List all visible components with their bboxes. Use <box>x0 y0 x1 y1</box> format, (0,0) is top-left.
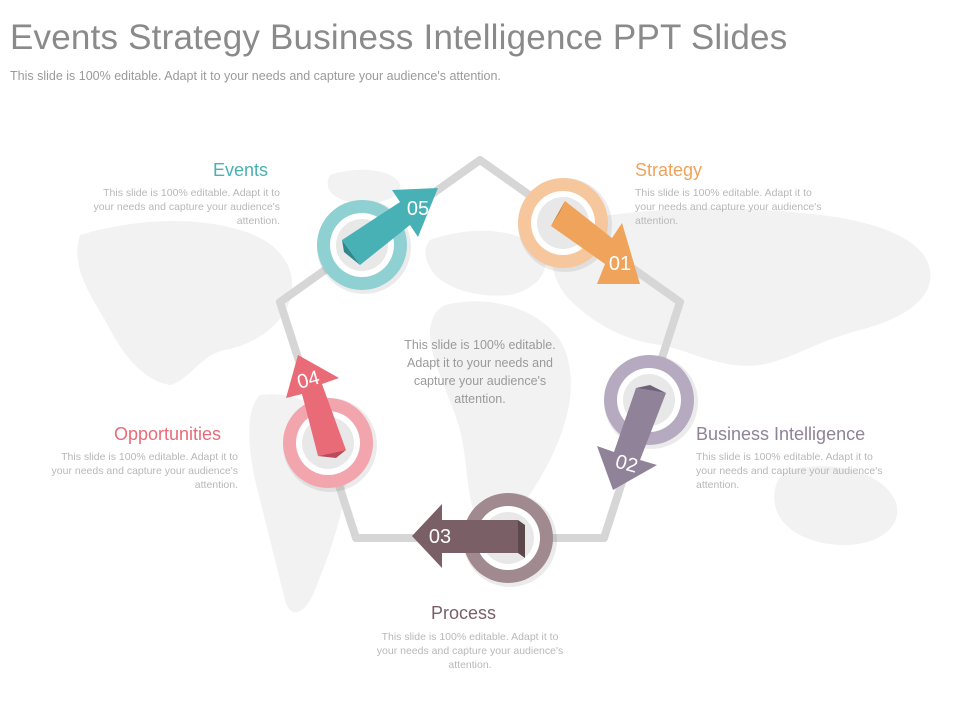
node-opportunities: 04 <box>283 355 377 492</box>
slide-subtitle: This slide is 100% editable. Adapt it to… <box>10 69 501 83</box>
desc-strategy: This slide is 100% editable. Adapt it to… <box>635 187 822 227</box>
arrow-opportunities <box>286 355 346 456</box>
arrow-events <box>342 188 438 265</box>
arrow-process <box>412 504 518 568</box>
desc-events: This slide is 100% editable. Adapt it to… <box>93 187 280 227</box>
desc-business-intelligence: This slide is 100% editable. Adapt it to… <box>696 451 883 491</box>
number-05: 05 <box>407 198 429 220</box>
world-map-background <box>77 169 931 613</box>
number-03: 03 <box>429 526 451 548</box>
number-01: 01 <box>609 253 631 275</box>
heading-opportunities: Opportunities <box>114 424 222 444</box>
arrow-business-intelligence <box>597 388 666 490</box>
heading-events: Events <box>213 160 269 180</box>
node-business-intelligence: 02 <box>597 355 698 490</box>
desc-process: This slide is 100% editable. Adapt it to… <box>376 631 564 671</box>
node-events: 05 <box>317 188 438 294</box>
node-strategy: 01 <box>518 178 640 284</box>
heading-process: Process <box>431 603 497 623</box>
heading-strategy: Strategy <box>635 160 703 180</box>
desc-opportunities: This slide is 100% editable. Adapt it to… <box>51 451 238 491</box>
arrow-strategy <box>551 201 640 284</box>
center-text: This slide is 100% editable. Adapt it to… <box>404 338 556 406</box>
heading-business-intelligence: Business Intelligence <box>696 424 866 444</box>
node-process: 03 <box>412 493 557 587</box>
slide-title: Events Strategy Business Intelligence PP… <box>10 18 788 57</box>
